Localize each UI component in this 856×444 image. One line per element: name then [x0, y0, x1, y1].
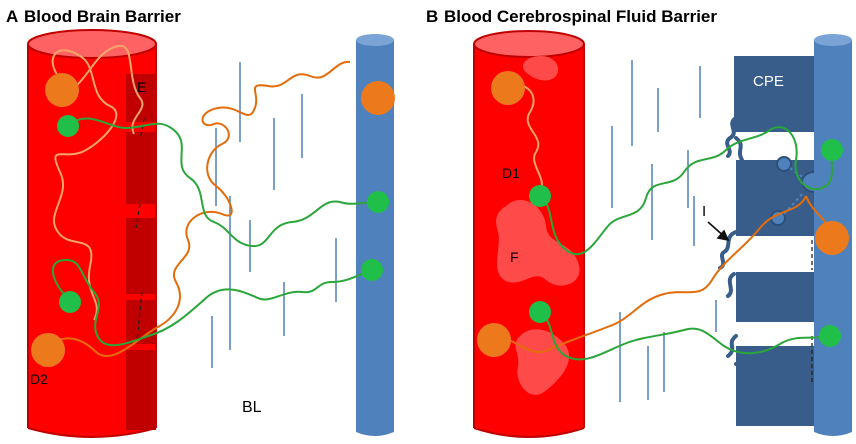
large-molecule [361, 81, 395, 115]
endothelial-cells [126, 74, 156, 430]
panel-a-title: Blood Brain Barrier [24, 7, 181, 26]
label-drug-small: D1 [502, 165, 520, 181]
small-molecule [529, 185, 551, 207]
fenestration [496, 199, 580, 286]
small-molecule [59, 291, 81, 313]
paths-a [45, 44, 379, 357]
large-molecule [31, 333, 65, 367]
small-molecule [529, 301, 551, 323]
interaction-arrow [707, 221, 730, 242]
label-epithelium: CPE [753, 73, 784, 90]
small-molecule [819, 325, 841, 347]
panel-b: B Blood Cerebrospinal Fluid Barrier D1 F [426, 7, 852, 438]
label-drug-large: D2 [30, 371, 48, 387]
panel-b-title: Blood Cerebrospinal Fluid Barrier [444, 7, 717, 26]
large-molecule [491, 71, 525, 105]
large-molecule [45, 73, 79, 107]
small-molecule [57, 115, 79, 137]
label-endothelium: E [137, 79, 146, 95]
large-molecule [477, 323, 511, 357]
cpe-cells [734, 56, 816, 426]
epithelial-cell [736, 272, 816, 322]
small-molecule [361, 259, 383, 281]
label-fenestration: F [510, 249, 519, 265]
microvilli [718, 116, 744, 384]
molecules-a [31, 73, 395, 367]
blood-vessel-b [473, 30, 585, 438]
epithelial-cell [736, 346, 816, 426]
large-molecule [815, 221, 849, 255]
molecules-b [477, 71, 849, 357]
small-molecule [367, 191, 389, 213]
tight-junctions [135, 117, 145, 341]
panel-a-letter: A [6, 7, 18, 26]
basal-lamina-a [211, 62, 337, 368]
panel-a: A Blood Brain Barrier E [6, 7, 395, 438]
label-interaction: I [702, 203, 706, 220]
small-molecule [821, 139, 843, 161]
label-basal-lamina: BL [242, 399, 262, 416]
panel-b-letter: B [426, 7, 438, 26]
basal-lamina-b [611, 60, 717, 402]
epithelial-cell [734, 56, 816, 132]
